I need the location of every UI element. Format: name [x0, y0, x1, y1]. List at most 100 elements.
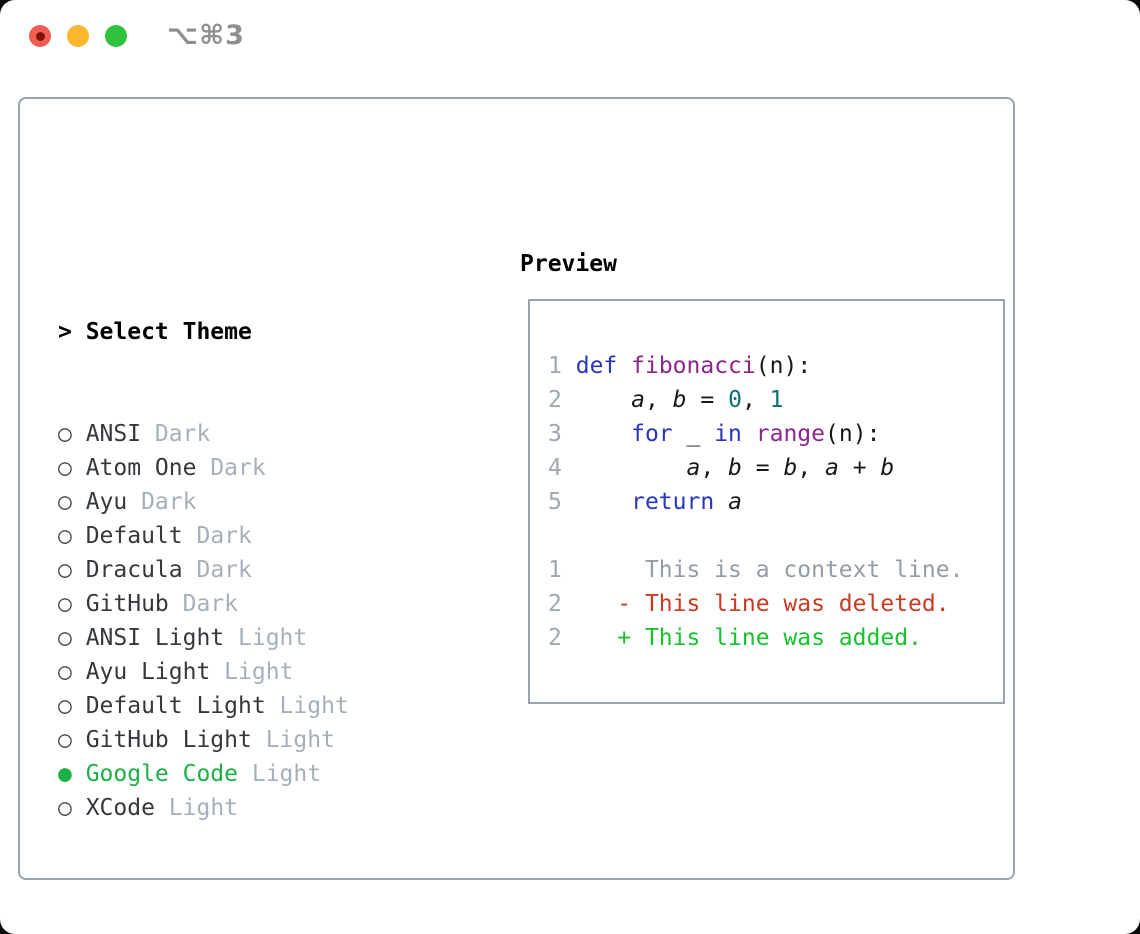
theme-option-google-code-light[interactable]: ●Google Code Light — [58, 757, 498, 791]
code-token-p — [562, 387, 631, 413]
code-token-p: , — [741, 387, 770, 413]
zoom-button[interactable] — [105, 25, 127, 47]
theme-name: Default Light — [85, 693, 266, 719]
window-shortcut-label: ⌥⌘3 — [167, 20, 245, 51]
code-token-v: a — [686, 455, 701, 481]
theme-name: ANSI — [85, 421, 142, 447]
theme-name: XCode — [85, 795, 155, 821]
code-token-l: 1 — [769, 387, 784, 413]
code-token-f: range — [755, 421, 826, 447]
code-token-p — [562, 489, 631, 515]
code-token-p: ): — [783, 353, 812, 379]
theme-option-dracula-dark[interactable]: ○Dracula Dark — [58, 553, 498, 587]
code-token-k: return — [631, 489, 715, 515]
code-token-p — [562, 353, 576, 379]
code-token-v: a — [728, 489, 742, 515]
code-token-k: for — [631, 421, 673, 447]
radio-icon: ○ — [58, 523, 72, 549]
theme-option-ayu-dark[interactable]: ○Ayu Dark — [58, 485, 498, 519]
code-token-a: + This line was added. — [617, 625, 922, 651]
code-line: 1 This is a context line. — [548, 553, 999, 587]
theme-variant: Light — [265, 693, 349, 719]
code-line: 5 return a — [548, 485, 999, 519]
radio-icon: ○ — [58, 489, 72, 515]
radio-icon: ○ — [58, 795, 72, 821]
code-line: 4 a, b = b, a + b — [548, 451, 999, 485]
code-token-k: in — [714, 421, 742, 447]
theme-variant: Dark — [182, 557, 252, 583]
cursor-marker-icon: > — [58, 319, 72, 345]
code-token-k: def — [575, 353, 618, 379]
code-line: 2 - This line was deleted. — [548, 587, 999, 621]
theme-option-github-dark[interactable]: ○ GitHub Dark — [58, 587, 498, 621]
radio-icon: ○ — [58, 727, 72, 753]
code-line: 2 a, b = 0, 1 — [548, 383, 999, 417]
titlebar: ⌥⌘3 — [29, 20, 245, 51]
preview-header: Preview — [520, 251, 617, 277]
radio-icon: ○ — [58, 591, 72, 617]
spacer-row — [58, 893, 498, 927]
theme-variant: Light — [210, 659, 294, 685]
theme-list-column: >Select Theme ○ANSI Dark○Atom One Dark○A… — [58, 247, 498, 934]
code-token-n: 1 — [548, 353, 562, 379]
code-token-p: ( — [825, 421, 839, 447]
theme-variant: Dark — [141, 421, 211, 447]
code-token-l: 0 — [728, 387, 742, 413]
code-token-n: 2 — [548, 387, 562, 413]
theme-option-atom-one-dark[interactable]: ○ Atom One Dark — [58, 451, 498, 485]
code-token-n: 1 — [548, 557, 562, 583]
theme-name: Dracula — [85, 557, 183, 583]
theme-option-default-dark[interactable]: ○ Default Dark — [58, 519, 498, 553]
theme-variant: Light — [238, 761, 322, 787]
code-token-p: n — [838, 421, 853, 447]
code-token-c: This is a context line. — [561, 557, 964, 583]
code-token-n: 4 — [548, 455, 562, 481]
selected-radio-icon: ● — [58, 761, 72, 787]
code-token-p — [562, 591, 617, 617]
theme-variant: Dark — [182, 523, 252, 549]
code-line: 2 + This line was added. — [548, 621, 999, 655]
theme-variant: Dark — [196, 455, 266, 481]
code-token-p: , — [797, 455, 826, 481]
radio-icon: ○ — [58, 693, 72, 719]
theme-picker-panel: >Select Theme ○ANSI Dark○Atom One Dark○A… — [18, 97, 1015, 880]
select-theme-header: > Select Theme — [58, 315, 498, 349]
theme-name: GitHub — [85, 591, 169, 617]
code-token-p — [562, 455, 687, 481]
code-line: 1 def fibonacci(n): — [548, 349, 999, 383]
theme-variant: Light — [154, 795, 239, 821]
select-theme-title: Select Theme — [85, 319, 252, 345]
theme-name: Default — [85, 523, 183, 549]
code-token-n: 5 — [548, 489, 562, 515]
theme-option-default-light-light[interactable]: ○ Default Light Light — [58, 689, 498, 723]
code-token-v: b — [783, 455, 798, 481]
theme-name: Atom One — [85, 455, 197, 481]
theme-option-github-light-light[interactable]: ○ GitHub Light Light — [58, 723, 498, 757]
theme-name: ANSI Light — [85, 625, 225, 651]
theme-option-ansi-light-light[interactable]: ○ ANSI Light Light — [58, 621, 498, 655]
code-token-p: _ — [672, 421, 715, 447]
theme-name: GitHub Light — [85, 727, 252, 753]
code-token-v: b — [672, 387, 687, 413]
theme-option-ansi-dark[interactable]: ○ANSI Dark — [58, 417, 498, 451]
code-token-p: ( — [755, 353, 770, 379]
theme-list: ○ANSI Dark○Atom One Dark○Ayu Dark○Defaul… — [58, 417, 498, 825]
theme-variant: Dark — [168, 591, 239, 617]
close-button[interactable] — [29, 25, 51, 47]
radio-icon: ○ — [58, 625, 72, 651]
radio-icon: ○ — [58, 455, 72, 481]
code-token-p: ): — [852, 421, 881, 447]
theme-variant: Light — [224, 625, 308, 651]
theme-variant: Light — [251, 727, 335, 753]
code-line: 3 for _ in range(n): — [548, 417, 999, 451]
theme-option-xcode-light[interactable]: ○ XCode Light — [58, 791, 498, 825]
code-token-p — [617, 353, 631, 379]
code-token-p: = — [686, 387, 729, 413]
radio-icon: ○ — [58, 659, 72, 685]
code-token-p — [562, 421, 631, 447]
theme-option-ayu-light-light[interactable]: ○Ayu Light Light — [58, 655, 498, 689]
minimize-button[interactable] — [67, 25, 89, 47]
